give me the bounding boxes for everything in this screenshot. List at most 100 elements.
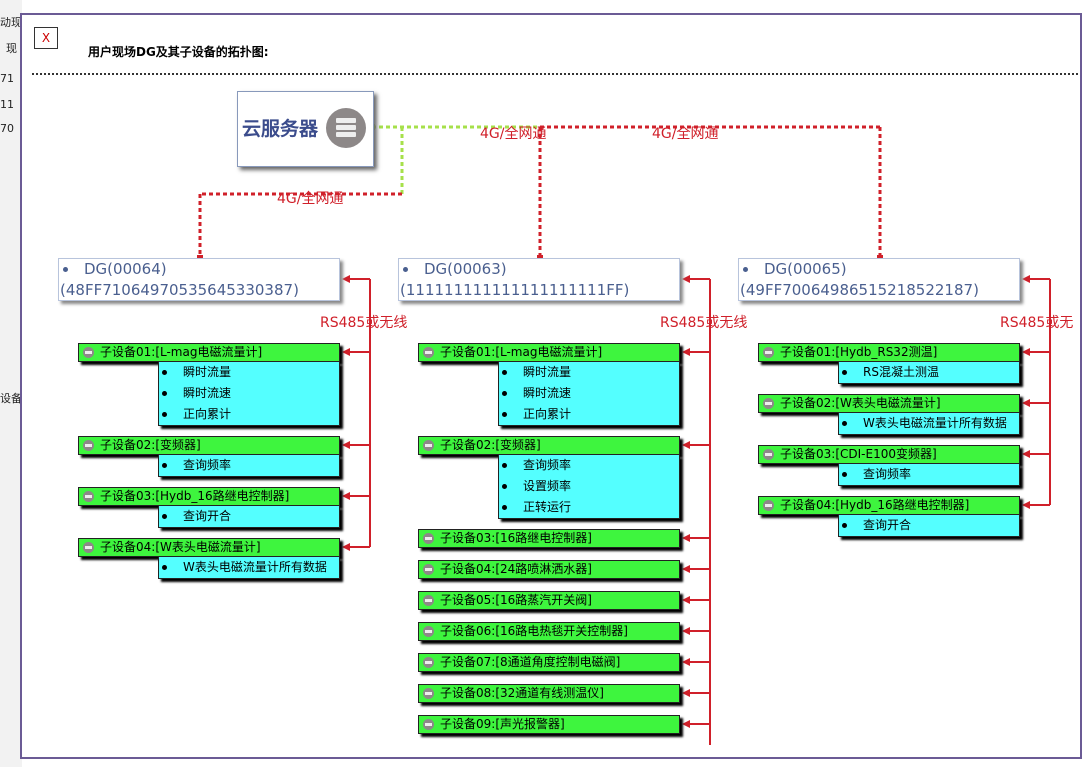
modal-title: 用户现场DG及其子设备的拓扑图: xyxy=(88,45,269,59)
downlink-label: RS485或无线 xyxy=(320,315,408,331)
device-icon xyxy=(423,626,434,637)
child-device[interactable]: 子设备02:[变频器] 查询频率设置频率正转运行 xyxy=(418,436,680,519)
child-header[interactable]: 子设备02:[W表头电磁流量计] xyxy=(758,394,1020,413)
child-label: 子设备09:[声光报警器] xyxy=(440,717,565,731)
background-fragment: 71 xyxy=(0,72,14,85)
dg-node[interactable]: DG(00065) (49FF70064986515218522187) xyxy=(738,258,1020,301)
child-device[interactable]: 子设备04:[24路喷淋洒水器] xyxy=(418,560,680,579)
child-device[interactable]: 子设备02:[W表头电磁流量计] W表头电磁流量计所有数据 xyxy=(758,394,1020,435)
child-header[interactable]: 子设备03:[CDI-E100变频器] xyxy=(758,445,1020,464)
dg-name: DG(00063) xyxy=(424,260,507,278)
child-header[interactable]: 子设备03:[16路继电控制器] xyxy=(418,529,680,548)
child-header[interactable]: 子设备01:[L-mag电磁流量计] xyxy=(418,343,680,362)
dg-node[interactable]: DG(00064) (48FF71064970535645330387) xyxy=(58,258,340,301)
downlink-label: RS485或无线 xyxy=(660,315,748,331)
background-fragment: 动现 xyxy=(0,16,22,29)
child-device[interactable]: 子设备01:[Hydb_RS32测温] RS混凝土测温 xyxy=(758,343,1020,384)
background-fragment: 现 xyxy=(6,42,17,55)
child-item: RS混凝土测温 xyxy=(839,362,1019,383)
device-icon xyxy=(423,595,434,606)
arrow-left-icon xyxy=(682,275,690,283)
child-items: 查询频率 xyxy=(838,464,1020,486)
child-header[interactable]: 子设备05:[16路蒸汽开关阀] xyxy=(418,591,680,610)
child-label: 子设备05:[16路蒸汽开关阀] xyxy=(440,593,592,607)
child-label: 子设备03:[Hydb_16路继电控制器] xyxy=(100,489,290,503)
server-label: 云服务器 xyxy=(242,118,319,140)
close-button[interactable]: X xyxy=(34,27,58,49)
device-icon xyxy=(423,564,434,575)
child-device[interactable]: 子设备03:[Hydb_16路继电控制器]查询开合 xyxy=(78,487,340,528)
device-icon xyxy=(423,719,434,730)
child-item: W表头电磁流量计所有数据 xyxy=(839,413,1019,434)
arrow-left-icon xyxy=(342,492,350,500)
dg-id: (111111111111111111111FF) xyxy=(400,281,630,299)
arrow-left-icon xyxy=(682,658,690,666)
child-header[interactable]: 子设备01:[Hydb_RS32测温] xyxy=(758,343,1020,362)
dg-name: DG(00065) xyxy=(764,260,847,278)
child-device[interactable]: 子设备06:[16路电热毯开关控制器] xyxy=(418,622,680,641)
child-header[interactable]: 子设备06:[16路电热毯开关控制器] xyxy=(418,622,680,641)
child-device[interactable]: 子设备05:[16路蒸汽开关阀] xyxy=(418,591,680,610)
child-items: 查询开合 xyxy=(838,515,1020,537)
child-items: 查询频率设置频率正转运行 xyxy=(498,455,680,519)
child-header[interactable]: 子设备03:[Hydb_16路继电控制器] xyxy=(78,487,340,506)
device-icon xyxy=(423,688,434,699)
child-item: 设置频率 xyxy=(499,476,679,497)
child-device[interactable]: 子设备03:[16路继电控制器] xyxy=(418,529,680,548)
device-icon xyxy=(83,440,94,451)
arrow-left-icon xyxy=(342,441,350,449)
child-header[interactable]: 子设备02:[变频器] xyxy=(418,436,680,455)
child-item: 查询频率 xyxy=(839,464,1019,485)
child-header[interactable]: 子设备08:[32通道有线测温仪] xyxy=(418,684,680,703)
child-label: 子设备01:[Hydb_RS32测温] xyxy=(780,345,938,359)
child-header[interactable]: 子设备01:[L-mag电磁流量计] xyxy=(78,343,340,362)
child-item: 瞬时流量 xyxy=(499,362,679,383)
child-label: 子设备02:[变频器] xyxy=(440,438,541,452)
child-header[interactable]: 子设备04:[24路喷淋洒水器] xyxy=(418,560,680,579)
arrow-left-icon xyxy=(682,348,690,356)
child-items: W表头电磁流量计所有数据 xyxy=(158,557,340,579)
child-items: W表头电磁流量计所有数据 xyxy=(838,413,1020,435)
child-device[interactable]: 子设备08:[32通道有线测温仪] xyxy=(418,684,680,703)
device-icon xyxy=(423,657,434,668)
dg-name-row: DG(00063) xyxy=(399,259,679,280)
child-device[interactable]: 子设备01:[L-mag电磁流量计]瞬时流量瞬时流速正向累计 xyxy=(418,343,680,426)
device-icon xyxy=(83,347,94,358)
child-device[interactable]: 子设备04:[W表头电磁流量计]W表头电磁流量计所有数据 xyxy=(78,538,340,579)
child-label: 子设备08:[32通道有线测温仪] xyxy=(440,686,604,700)
child-header[interactable]: 子设备04:[W表头电磁流量计] xyxy=(78,538,340,557)
child-label: 子设备04:[24路喷淋洒水器] xyxy=(440,562,592,576)
uplink-label: 4G/全网通 xyxy=(480,126,547,142)
child-header[interactable]: 子设备09:[声光报警器] xyxy=(418,715,680,734)
child-device[interactable]: 子设备03:[CDI-E100变频器]查询频率 xyxy=(758,445,1020,486)
child-item: 正向累计 xyxy=(159,404,339,425)
device-icon xyxy=(423,533,434,544)
child-device[interactable]: 子设备04:[Hydb_16路继电控制器]查询开合 xyxy=(758,496,1020,537)
arrow-left-icon xyxy=(682,565,690,573)
child-device[interactable]: 子设备01:[L-mag电磁流量计]瞬时流量瞬时流速正向累计 xyxy=(78,343,340,426)
device-icon xyxy=(763,500,774,511)
background-page-strip: 动现 现 71 11 70 设备 xyxy=(0,0,22,767)
server-icon xyxy=(326,108,366,148)
child-header[interactable]: 子设备02:[变频器] xyxy=(78,436,340,455)
dg-node[interactable]: DG(00063) (111111111111111111111FF) xyxy=(398,258,680,301)
downlink-label: RS485或无 xyxy=(1000,315,1074,331)
device-icon xyxy=(423,440,434,451)
dg-name-row: DG(00064) xyxy=(59,259,339,280)
child-label: 子设备02:[变频器] xyxy=(100,438,201,452)
child-header[interactable]: 子设备07:[8通道角度控制电磁阀] xyxy=(418,653,680,672)
child-header[interactable]: 子设备04:[Hydb_16路继电控制器] xyxy=(758,496,1020,515)
child-label: 子设备06:[16路电热毯开关控制器] xyxy=(440,624,628,638)
arrow-left-icon xyxy=(1022,348,1030,356)
child-label: 子设备02:[W表头电磁流量计] xyxy=(780,396,941,410)
arrow-left-icon xyxy=(682,720,690,728)
child-device[interactable]: 子设备07:[8通道角度控制电磁阀] xyxy=(418,653,680,672)
cloud-server-node[interactable]: 云服务器 xyxy=(237,91,374,167)
child-label: 子设备03:[16路继电控制器] xyxy=(440,531,592,545)
child-items: 查询频率 xyxy=(158,455,340,477)
device-icon xyxy=(423,347,434,358)
child-device[interactable]: 子设备09:[声光报警器] xyxy=(418,715,680,734)
device-icon xyxy=(763,449,774,460)
device-icon xyxy=(83,542,94,553)
child-device[interactable]: 子设备02:[变频器] 查询频率 xyxy=(78,436,340,477)
